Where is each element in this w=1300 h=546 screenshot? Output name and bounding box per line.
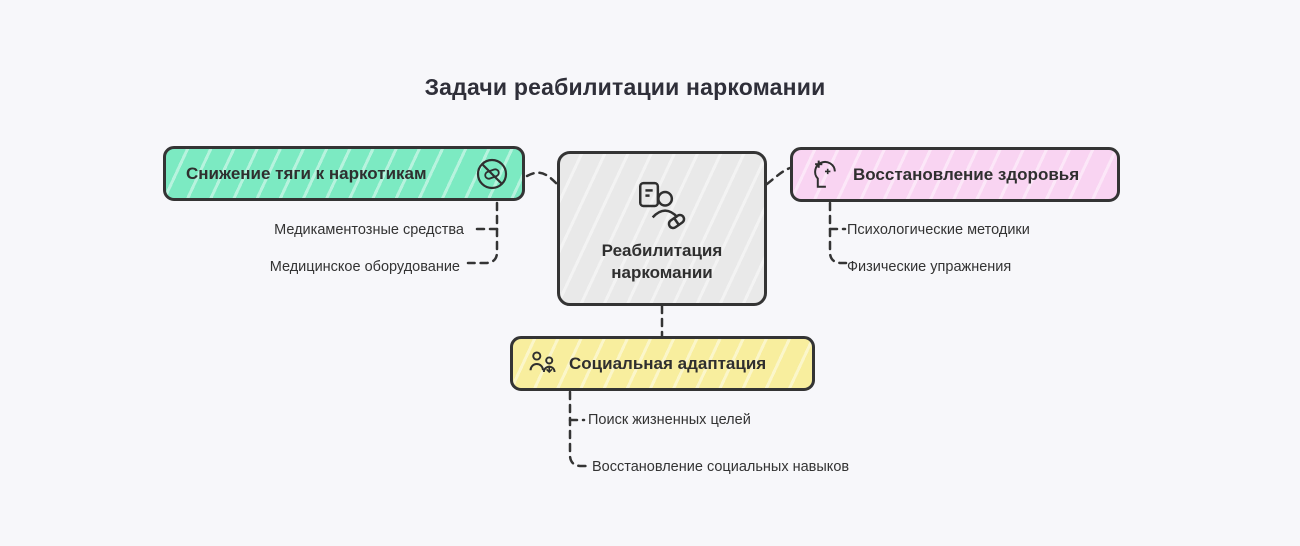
sub-item-medication: Медикаментозные средства <box>274 222 464 238</box>
diagram-title: Задачи реабилитации наркомании <box>424 74 826 100</box>
people-icon <box>527 348 559 380</box>
node-health-recovery: Восстановление здоровья <box>790 147 1120 202</box>
node-craving-reduction: Снижение тяги к наркотикам <box>163 146 525 201</box>
connector-center-right <box>765 166 792 186</box>
no-drugs-icon <box>474 156 510 192</box>
center-node-label-line2: наркомании <box>611 262 713 282</box>
sub-item-life-goals: Поиск жизненных целей <box>588 412 751 428</box>
sub-item-psych-methods: Психологические методики <box>847 222 1030 238</box>
node-craving-reduction-label: Снижение тяги к наркотикам <box>186 163 427 183</box>
center-node-label-line1: Реабилитация <box>601 240 723 260</box>
sub-item-physical-exercise: Физические упражнения <box>847 259 1012 275</box>
rehabilitation-icon <box>633 178 691 236</box>
node-health-recovery-label: Восстановление здоровья <box>853 164 1080 184</box>
node-social-adaptation: Социальная адаптация <box>510 336 815 391</box>
sub-item-medical-equipment: Медицинское оборудование <box>269 259 460 275</box>
node-rehabilitation-center: Реабилитация наркомании <box>557 151 767 306</box>
branch-line-right <box>828 201 848 265</box>
center-node-label: Реабилитация наркомании <box>602 240 723 284</box>
branch-line-left <box>466 201 499 265</box>
mental-health-icon <box>807 157 843 193</box>
sub-item-social-skills: Восстановление социальных навыков <box>592 459 850 475</box>
connector-center-left <box>525 171 559 186</box>
node-social-adaptation-label: Социальная адаптация <box>569 353 767 373</box>
branch-line-bottom <box>568 390 588 468</box>
